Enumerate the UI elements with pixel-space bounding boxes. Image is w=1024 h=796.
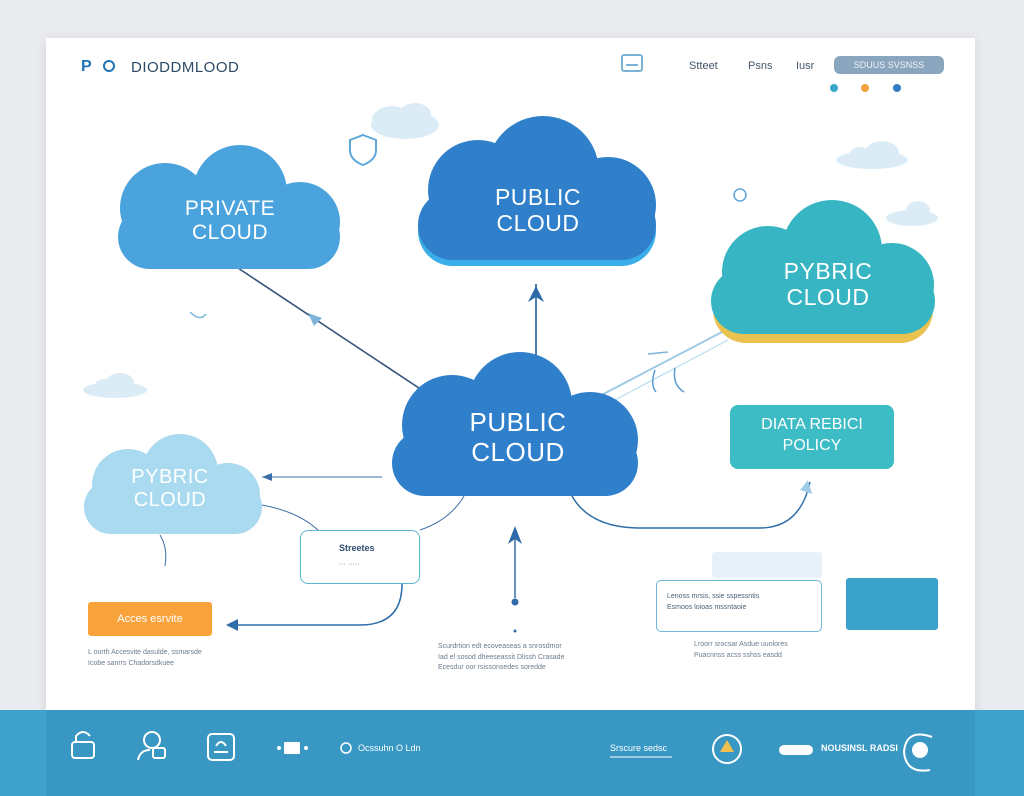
small-ring-icon [733,188,747,202]
footer-link-c[interactable]: NOUSINSL RADSI [821,743,898,753]
footer-refresh-icon [902,733,933,772]
logo-text: DIODDMLOOD [131,59,240,76]
footer-panel [46,710,975,796]
footer-toggle[interactable] [779,745,813,755]
connector-private-arrow [308,313,322,326]
cloud-public-center [392,352,638,496]
connector-hybrid [591,331,723,401]
decor-cloud-left [83,373,147,398]
lock-button[interactable] [846,578,938,630]
logo-mark: P [81,58,92,75]
mini-info-card: Streetes ··· ····· [300,530,420,584]
footer-ring-icon [340,742,352,754]
connector-private [237,267,441,403]
decor-cloud-right-2 [886,201,938,226]
footer-server-icon [277,742,308,754]
cloud-public-top [418,116,656,266]
footer-link-b[interactable]: Srscure sedsc [610,743,668,753]
footer-lock-icon [71,731,95,759]
small-arrow-icon [189,311,207,319]
status-dot-navy [893,84,901,92]
connector-bottom-arrow [508,526,522,544]
connector-access [228,583,403,626]
connector-public-top-arrow [528,286,544,302]
decor-cloud-top [371,103,439,139]
footer-user-lock-icon [137,731,166,761]
status-dot-orange [861,84,869,92]
logo-ring-icon [103,60,115,72]
decor-cloud-right [836,141,908,169]
mini-card-sub: ··· ····· [339,561,360,568]
status-dot-blue [830,84,838,92]
shield-icon [349,133,377,167]
footer-link-a[interactable]: Ocssuhn O Ldn [358,743,421,753]
connector-policy [571,481,811,529]
cloud-left-small [84,434,262,534]
footer-document-icon [207,733,235,761]
footer-badge-icon [712,734,742,764]
access-button[interactable]: Acces esrvite [88,602,212,636]
cloud-private [118,145,340,269]
connector-access-arrow [226,619,238,631]
connector-policy-arrow [800,480,812,494]
nav-link-3[interactable]: Iusr [796,60,815,72]
connector-minicard [419,495,465,531]
nav-link-2[interactable]: Psns [748,60,773,72]
mini-card-title: Streetes [339,543,375,553]
connector-minicard-left [261,504,321,533]
cloud-hybrid [711,200,935,343]
users-panel [712,552,822,578]
nav-link-1[interactable]: Stteet [689,60,718,72]
header-button[interactable]: SDUUS SVSNSS [834,56,944,74]
connector-left-cloud-arrow [262,473,272,481]
monitor-icon[interactable] [621,54,643,72]
